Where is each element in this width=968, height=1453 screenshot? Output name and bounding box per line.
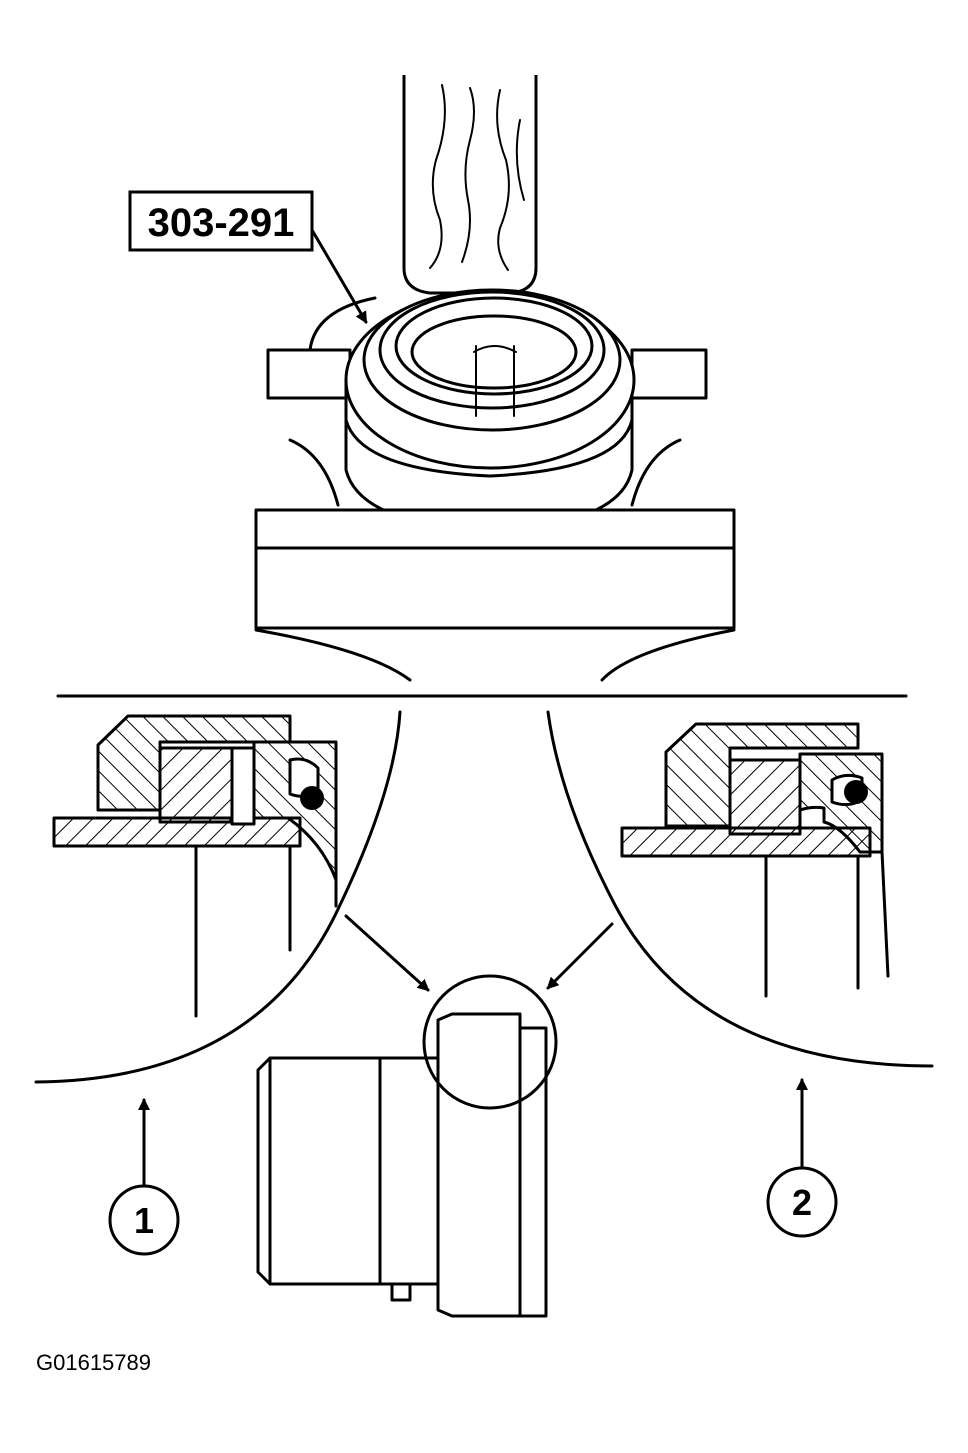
housing — [254, 508, 736, 682]
support-fixture — [266, 296, 708, 507]
detail-view-1 — [34, 710, 402, 1084]
callout-1: 1 — [108, 1184, 180, 1256]
callout-2-label: 2 — [792, 1182, 812, 1223]
bottom-assembly — [256, 974, 558, 1318]
tool-pointer-arrow-icon — [310, 228, 368, 324]
magnify-circle-icon — [422, 974, 558, 1110]
callout-2: 2 — [766, 1166, 838, 1238]
detail-2-pointer-arrow-icon — [546, 922, 614, 990]
callout-circle-icon — [108, 1184, 180, 1256]
detail-1-pointer-arrow-icon — [344, 914, 430, 992]
tool-label-box: 303-291 — [128, 190, 314, 252]
callout-circle-icon — [766, 1166, 838, 1238]
tool-number-label: 303-291 — [148, 201, 295, 245]
garter-spring-icon-2 — [844, 780, 868, 804]
figure-id: G01615789 — [36, 1350, 151, 1375]
press-ram — [402, 75, 538, 295]
installer-tool-and-seal — [344, 288, 636, 532]
callout-1-label: 1 — [134, 1200, 154, 1241]
garter-spring-icon-1 — [300, 786, 324, 810]
detail-view-2 — [546, 710, 934, 1068]
